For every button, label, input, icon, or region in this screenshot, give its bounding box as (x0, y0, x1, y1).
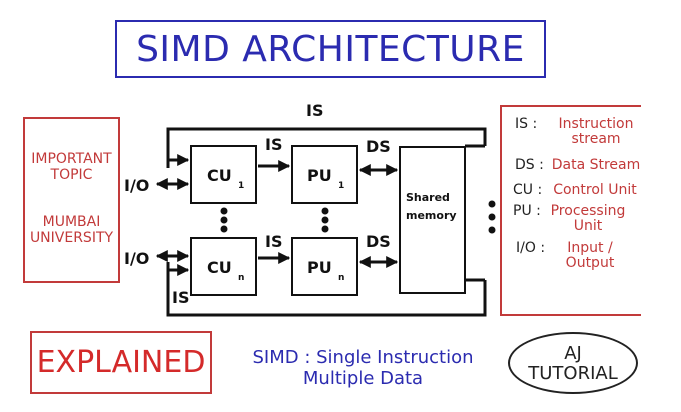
legend-value-io: Input / Output (565, 240, 615, 271)
is-cun-label: IS (265, 232, 282, 251)
is-bus-top (166, 127, 487, 168)
explained-box: EXPLAINED (30, 331, 212, 394)
pu1-box (291, 145, 358, 204)
important-topic-text: IMPORTANT TOPIC (31, 151, 112, 183)
simd-def-line2: Multiple Data (302, 368, 424, 389)
legend-value-ds: Data Stream (551, 157, 641, 173)
legend-value-pu: Processing Unit (550, 203, 626, 234)
legend-key-pu: PU : (513, 203, 541, 219)
is-bottom-label: IS (172, 288, 189, 307)
memory-ellipsis (488, 200, 496, 234)
legend-value-cu: Control Unit (553, 182, 637, 198)
shared-memory-line1: Shared (406, 191, 450, 204)
mumbai-university-text: MUMBAI UNIVERSITY (29, 214, 114, 246)
cu1-subscript: 1 (238, 181, 244, 191)
aj-tutorial-logo: AJ TUTORIAL (508, 332, 638, 394)
legend-key-cu: CU : (513, 182, 543, 198)
legend-key-io: I/O : (516, 240, 546, 256)
legend-key-is: IS : (515, 116, 538, 132)
cu-ellipsis (220, 207, 228, 233)
simd-definition: SIMD : Single Instruction Multiple Data (228, 347, 498, 389)
cun-subscript: n (238, 273, 244, 283)
cu1-box (190, 145, 257, 204)
pun-label: PU (307, 258, 332, 277)
page-title: SIMD ARCHITECTURE (115, 20, 546, 78)
ds-1-label: DS (366, 137, 391, 156)
legend-key-ds: DS : (515, 157, 544, 173)
legend-value-is: Instruction stream (558, 116, 634, 147)
tutorial-text: TUTORIAL (528, 363, 618, 384)
shared-memory-line2: memory (406, 209, 457, 222)
cun-box (190, 237, 257, 296)
io-bottom-label: I/O (124, 249, 149, 268)
legend-box: IS : Instruction stream DS : Data Stream… (500, 105, 641, 316)
is-top-label: IS (306, 101, 323, 120)
is-bus-bottom (166, 262, 487, 317)
topic-box: IMPORTANT TOPIC MUMBAI UNIVERSITY (23, 117, 120, 283)
pun-box (291, 237, 358, 296)
shared-memory-box (399, 146, 466, 294)
cu1-label: CU (207, 166, 232, 185)
pu1-label: PU (307, 166, 332, 185)
explained-text: EXPLAINED (36, 345, 206, 380)
aj-text: AJ (564, 343, 582, 364)
cun-label: CU (207, 258, 232, 277)
is-cu1-label: IS (265, 135, 282, 154)
io-top-label: I/O (124, 176, 149, 195)
pu1-subscript: 1 (338, 181, 344, 191)
ds-n-label: DS (366, 232, 391, 251)
pun-subscript: n (338, 273, 344, 283)
simd-def-line1: SIMD : Single Instruction (252, 347, 474, 368)
pu-ellipsis (321, 207, 329, 233)
title-text: SIMD ARCHITECTURE (136, 28, 525, 70)
